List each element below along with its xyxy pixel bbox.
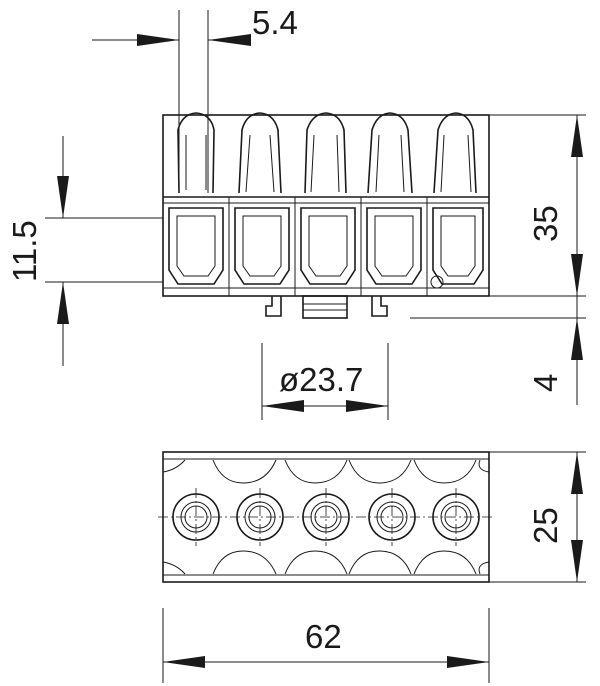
dimension-width-label: 62: [305, 618, 342, 655]
dimension-foot-height: 4: [410, 296, 586, 405]
dimension-depth-label: 25: [527, 507, 564, 544]
dimension-foot-height-label: 4: [527, 374, 564, 392]
lever-3: [304, 112, 347, 194]
wire-entry-3: [300, 207, 356, 285]
lever-4: [367, 112, 413, 194]
dimension-width: 62: [162, 608, 490, 683]
lever-2: [238, 112, 282, 194]
lever-1: [177, 112, 215, 194]
top-view: [158, 451, 494, 583]
dimension-label-height-label: 11.5: [6, 220, 43, 282]
dimension-total-height: 35: [489, 114, 586, 297]
side-view-body: [162, 114, 490, 297]
side-view: [162, 112, 490, 319]
mounting-feet: [265, 295, 388, 319]
wire-entry-1: [168, 207, 224, 285]
wire-entry-5: [432, 207, 484, 285]
dimension-diameter-label: ø23.7: [279, 361, 363, 398]
wire-entry-2: [234, 207, 290, 285]
dimension-total-height-label: 35: [527, 205, 564, 242]
dimension-pitch-label: 5.4: [252, 4, 298, 41]
dimension-diameter: ø23.7: [261, 343, 389, 420]
test-point: [430, 275, 444, 289]
dimension-pitch: 5.4: [92, 4, 298, 193]
dimension-depth: 25: [489, 451, 586, 583]
dimension-label-height: 11.5: [6, 136, 163, 366]
wire-entry-4: [366, 207, 422, 285]
lever-5: [433, 112, 477, 194]
